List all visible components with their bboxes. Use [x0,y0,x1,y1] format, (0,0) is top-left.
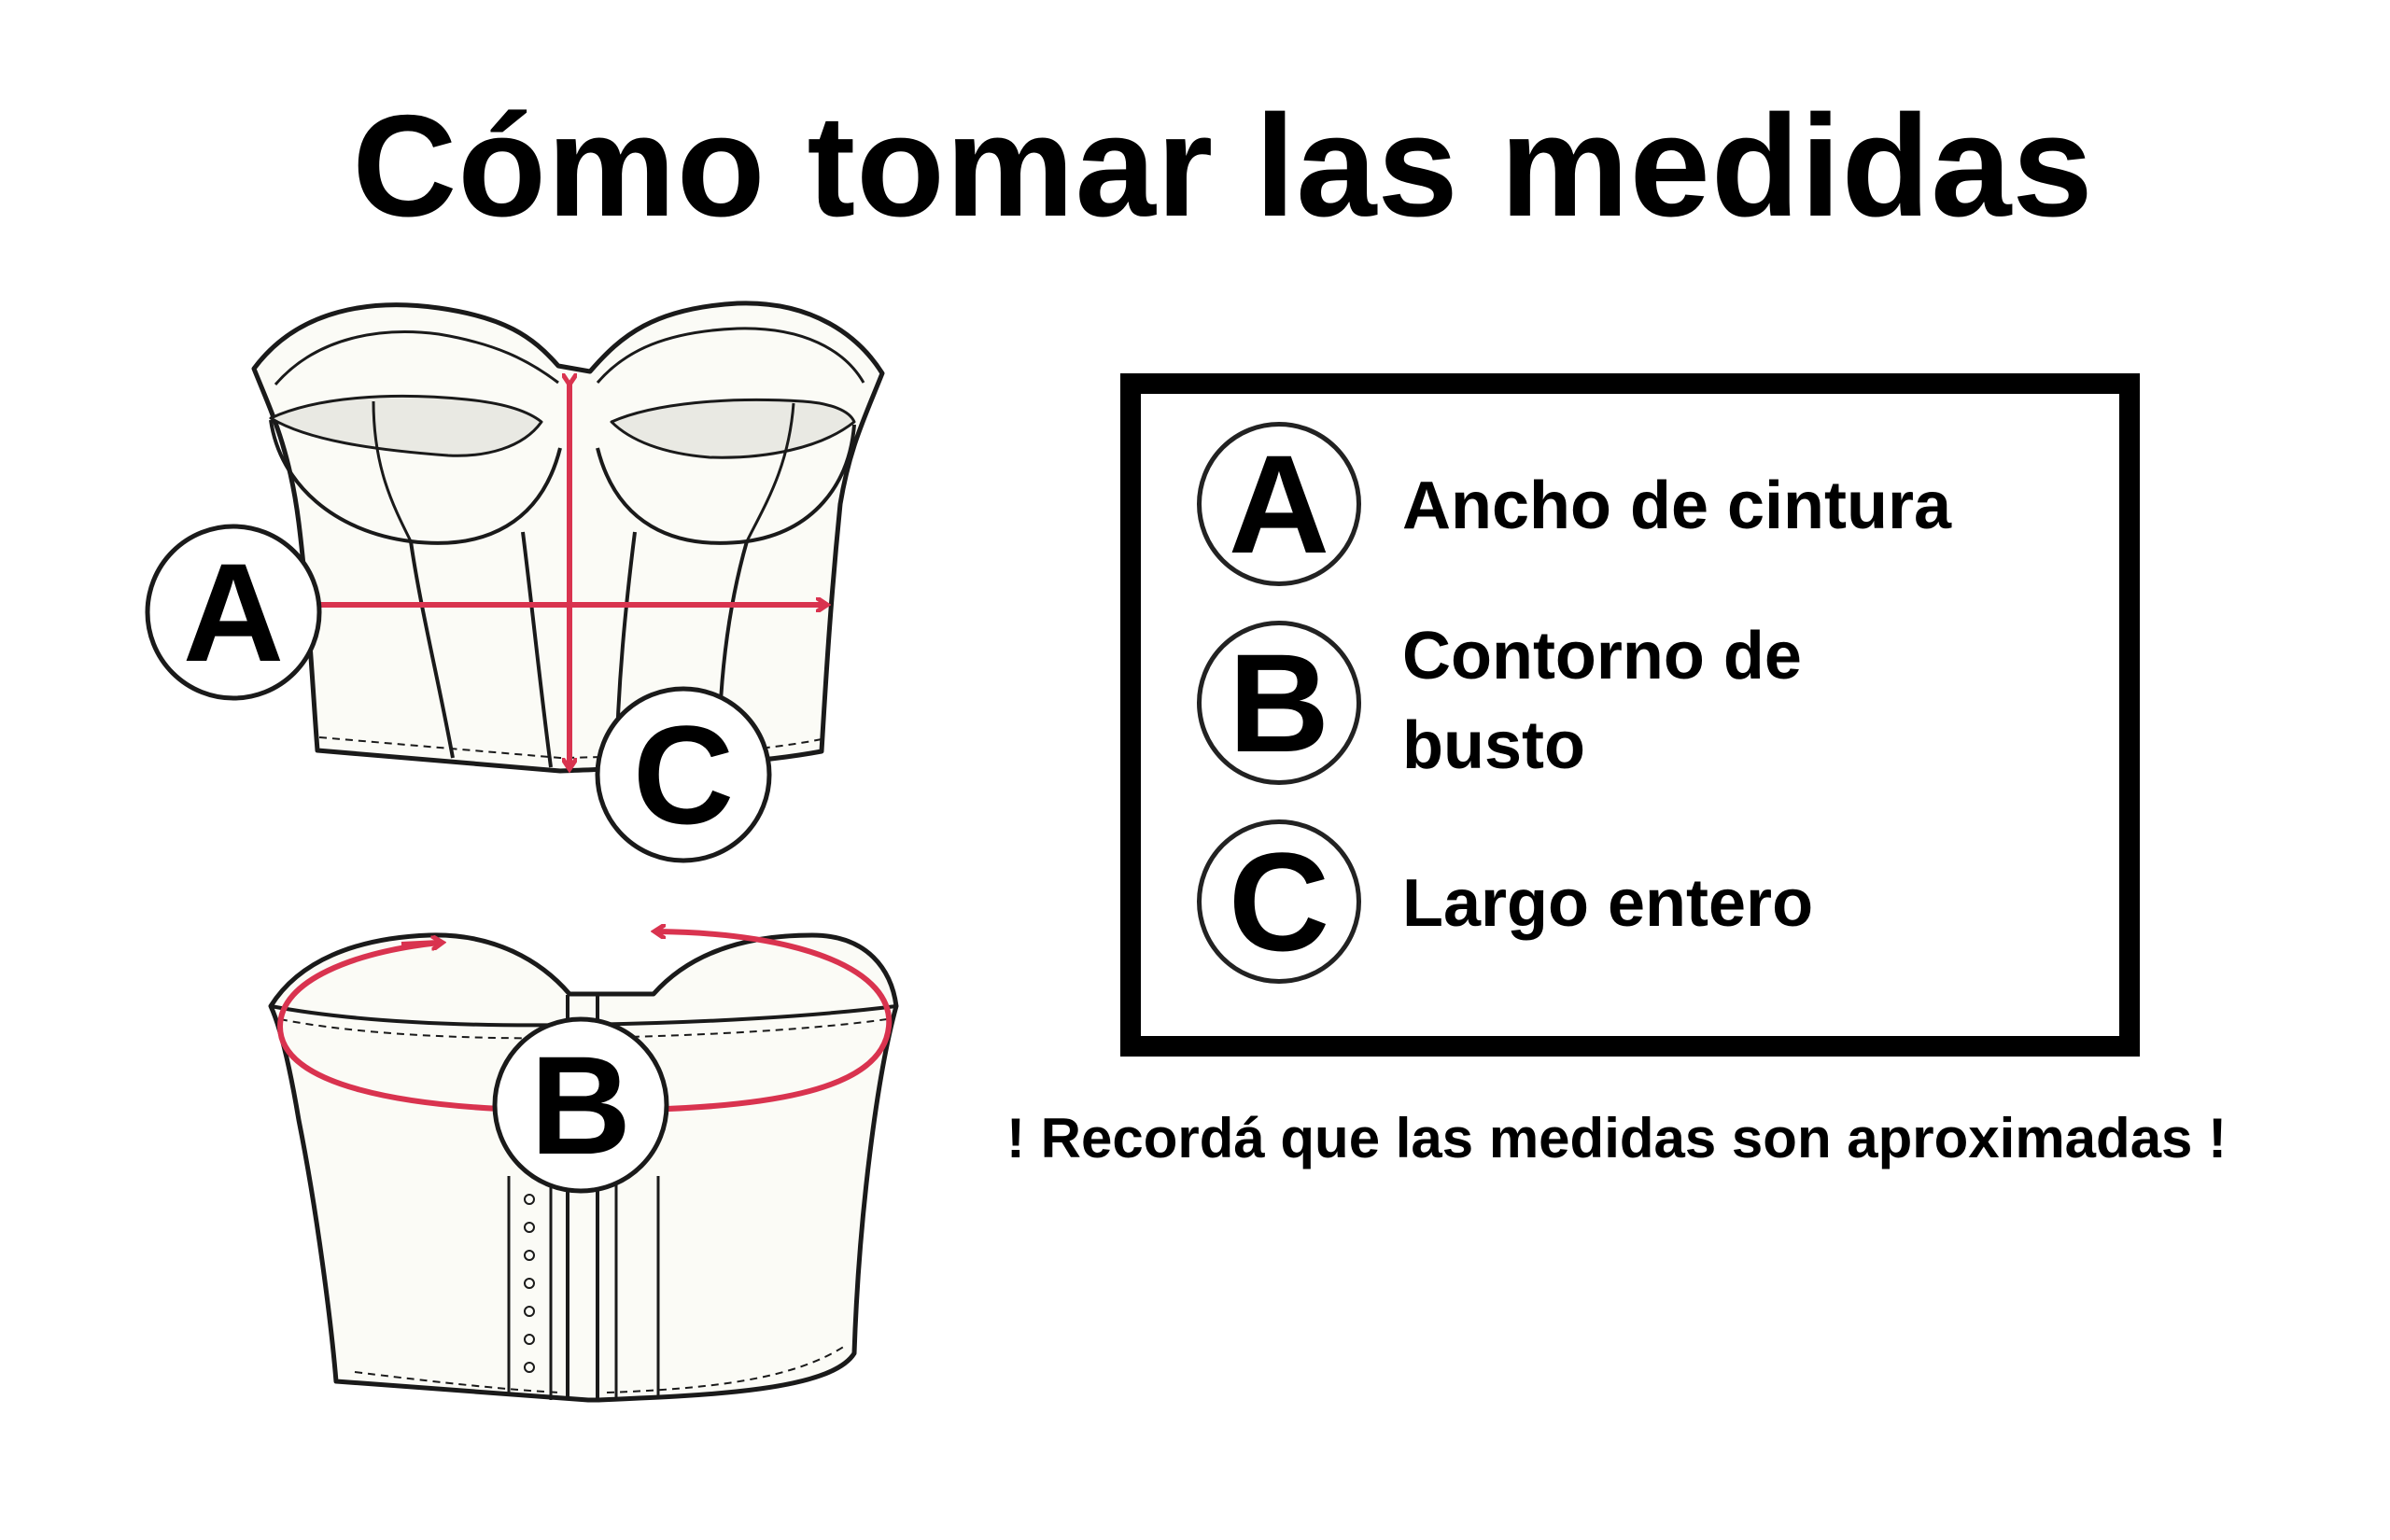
approximate-note: ! Recordá que las medidas son aproximada… [1006,1107,2228,1169]
legend-letter-c: C [1197,819,1361,984]
legend-label-b: Contorno de busto [1402,619,1802,783]
legend-label-a: Ancho de cintura [1402,469,1952,543]
legend-box: A Ancho de cintura B Contorno de busto C… [1120,373,2140,1057]
legend-letter-b: B [1197,621,1361,785]
legend-letter-a: A [1197,422,1361,586]
front-measure-lines [317,381,823,765]
legend-label-c: Largo entero [1402,866,1814,941]
marker-b-back: B [492,1016,669,1194]
marker-a-front: A [145,524,322,701]
svg-text:A: A [183,534,284,691]
page-title: Cómo tomar las medidas [352,85,2094,246]
marker-c-front: C [595,686,772,863]
svg-text:B: B [530,1027,631,1183]
svg-text:C: C [633,696,734,853]
